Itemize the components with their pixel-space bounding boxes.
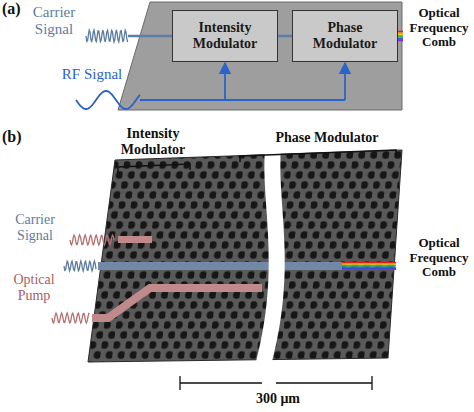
rf-line <box>344 63 346 100</box>
comb-output <box>342 263 396 270</box>
output-label: Optical Frequency Comb <box>404 6 474 50</box>
signal-waves <box>52 30 140 323</box>
section-label: Phase Modulator <box>252 130 402 146</box>
modulator-box: Phase Modulator <box>292 10 398 62</box>
rf-line <box>140 99 345 101</box>
comb-output <box>398 31 403 33</box>
comb-output <box>342 269 396 270</box>
chip-substrate <box>118 2 402 110</box>
comb-output <box>398 35 403 37</box>
waveguide-connector <box>278 35 292 38</box>
panel-label: (a) <box>2 0 32 18</box>
photonic-crystal-slab <box>88 150 402 362</box>
signal-label: RF Signal <box>52 66 132 83</box>
wave-symbol <box>76 91 140 109</box>
wave-symbol <box>52 313 90 323</box>
comb-output <box>342 265 396 266</box>
dimension-label: 300 μm <box>232 391 324 407</box>
pump-waveguide <box>118 236 152 243</box>
comb-output <box>398 37 403 39</box>
comb-output <box>398 32 403 34</box>
comb-output <box>342 262 396 263</box>
box-text: Phase Modulator <box>293 20 397 52</box>
pump-waveguide <box>92 288 262 318</box>
comb-output <box>342 266 396 267</box>
wave-symbol <box>70 235 114 245</box>
rf-line <box>224 63 226 100</box>
comb-output <box>342 263 396 264</box>
carrier-waveguide <box>98 262 342 270</box>
bracket <box>240 150 396 162</box>
comb-output <box>398 38 403 40</box>
box-text: Intensity Modulator <box>173 20 277 52</box>
output-label: Optical Frequency Comb <box>404 236 474 280</box>
break-gap <box>254 140 285 370</box>
carrier-line <box>128 35 172 38</box>
signal-label: Optical Pump <box>4 272 64 303</box>
scale-bar <box>180 376 372 390</box>
modulator-box: Intensity Modulator <box>172 10 278 62</box>
wave-symbol <box>86 30 128 42</box>
wave-symbol <box>64 261 96 271</box>
comb-output <box>398 34 403 36</box>
comb-output <box>398 40 403 42</box>
bracket <box>118 164 190 173</box>
comb-output <box>342 264 396 265</box>
signal-label: Carrier Signal <box>24 4 84 38</box>
comb-output <box>342 268 396 269</box>
panel-label: (b) <box>2 128 32 146</box>
section-label: Intensity Modulator <box>112 126 194 157</box>
signal-label: Carrier Signal <box>6 212 64 243</box>
